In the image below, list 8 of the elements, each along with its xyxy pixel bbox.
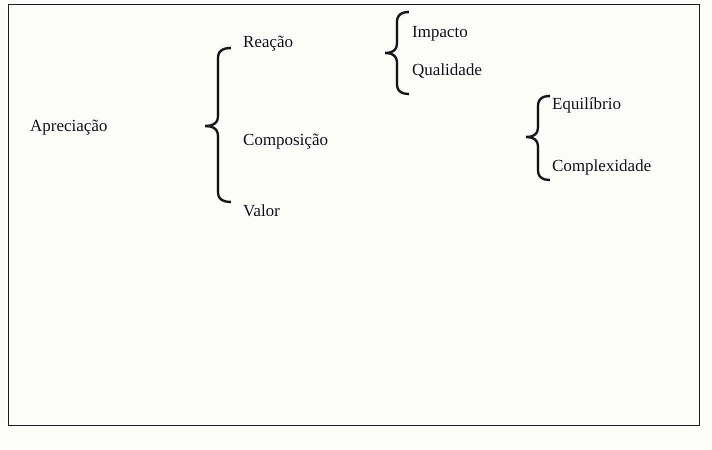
term-label: Reação	[243, 32, 294, 52]
term-label: Equilíbrio	[552, 94, 621, 114]
term-label: Composição	[243, 130, 328, 150]
term-label: Qualidade	[412, 60, 482, 80]
term-label: Valor	[243, 201, 280, 221]
term-label: Impacto	[412, 22, 468, 42]
term-label: Apreciação	[30, 116, 108, 136]
term-label: Complexidade	[552, 156, 652, 176]
